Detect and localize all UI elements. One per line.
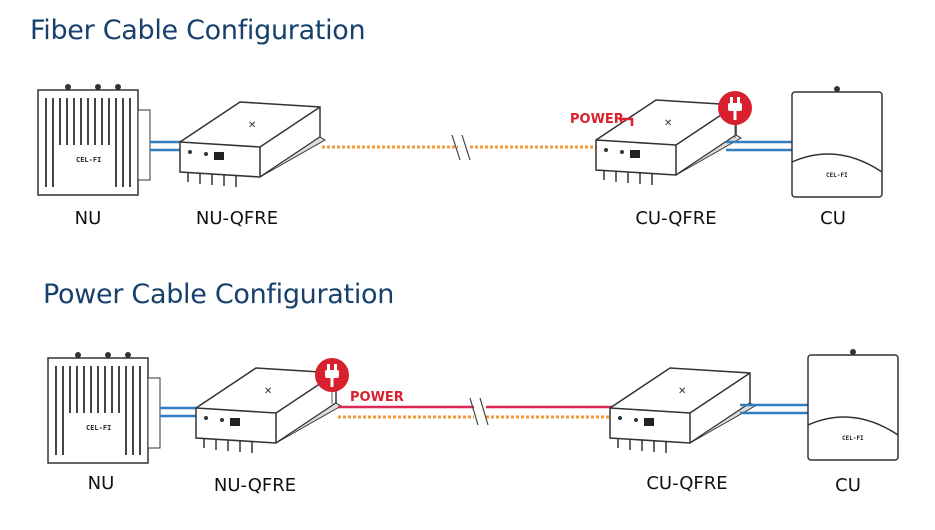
power-plug-icon xyxy=(718,91,752,125)
nu-device xyxy=(37,83,151,196)
power-config-title: Power Cable Configuration xyxy=(43,279,395,310)
cu-device xyxy=(791,85,883,198)
nu-qfre-label: NU-QFRE xyxy=(195,208,279,229)
power-label: POWER xyxy=(570,112,624,127)
cu-label: CU xyxy=(820,208,846,229)
power-pointer xyxy=(620,117,634,126)
fiber-config-title: Fiber Cable Configuration xyxy=(30,15,366,46)
nu-qfre-label: NU-QFRE xyxy=(213,475,297,496)
power-label: POWER xyxy=(350,390,404,405)
cu-qfre-label: CU-QFRE xyxy=(646,473,728,494)
coax-cable xyxy=(740,403,810,415)
cu-brand-text: CEL-FI xyxy=(842,435,864,442)
coax-cable xyxy=(726,140,795,152)
cu-brand-text: CEL-FI xyxy=(826,172,848,179)
nu-label: NU xyxy=(87,473,115,494)
cable-break-icon xyxy=(469,397,489,426)
cable-break-icon xyxy=(451,134,471,161)
nu-qfre-device xyxy=(179,101,326,188)
cu-qfre-device xyxy=(609,367,756,454)
nu-device xyxy=(47,351,161,464)
nu-label: NU xyxy=(74,208,102,229)
cu-qfre-label: CU-QFRE xyxy=(635,208,717,229)
nu-brand-text: CEL-FI xyxy=(86,424,111,432)
power-plug-icon xyxy=(315,358,349,392)
cu-device xyxy=(807,348,899,461)
nu-brand-text: CEL-FI xyxy=(76,156,101,164)
cu-label: CU xyxy=(835,475,861,496)
